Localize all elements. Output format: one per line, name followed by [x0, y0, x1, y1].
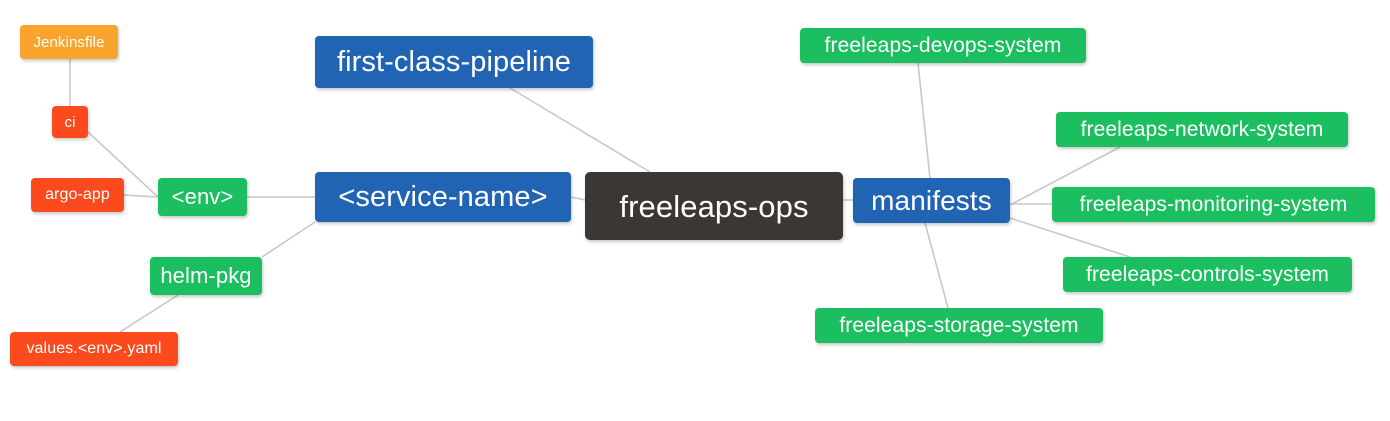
edge-manifests-to-storage-system [924, 222, 949, 309]
edge-manifests-to-devops-system [917, 62, 931, 179]
node-values-yaml[interactable]: values.<env>.yaml [10, 332, 178, 366]
edge-manifests-to-controls-system [1009, 217, 1131, 258]
edge-argo-app-to-env [123, 194, 159, 198]
node-jenkinsfile[interactable]: Jenkinsfile [20, 25, 118, 59]
node-service-name[interactable]: <service-name> [315, 172, 571, 222]
node-helm-pkg[interactable]: helm-pkg [150, 257, 262, 295]
node-controls-system[interactable]: freeleaps-controls-system [1063, 257, 1352, 292]
node-network-system[interactable]: freeleaps-network-system [1056, 112, 1348, 147]
edge-first-class-pipeline-to-freeleaps-ops [509, 87, 651, 173]
node-storage-system[interactable]: freeleaps-storage-system [815, 308, 1103, 343]
node-first-class-pipeline[interactable]: first-class-pipeline [315, 36, 593, 88]
node-argo-app[interactable]: argo-app [31, 178, 124, 212]
node-devops-system[interactable]: freeleaps-devops-system [800, 28, 1086, 63]
edge-service-name-to-helm-pkg [261, 221, 316, 258]
edge-helm-pkg-to-values-yaml [119, 294, 179, 333]
node-monitoring-system[interactable]: freeleaps-monitoring-system [1052, 187, 1375, 222]
node-manifests[interactable]: manifests [853, 178, 1010, 223]
node-env[interactable]: <env> [158, 178, 247, 216]
edge-service-name-to-freeleaps-ops [570, 196, 586, 201]
node-ci[interactable]: ci [52, 106, 88, 138]
node-freeleaps-ops[interactable]: freeleaps-ops [585, 172, 843, 240]
